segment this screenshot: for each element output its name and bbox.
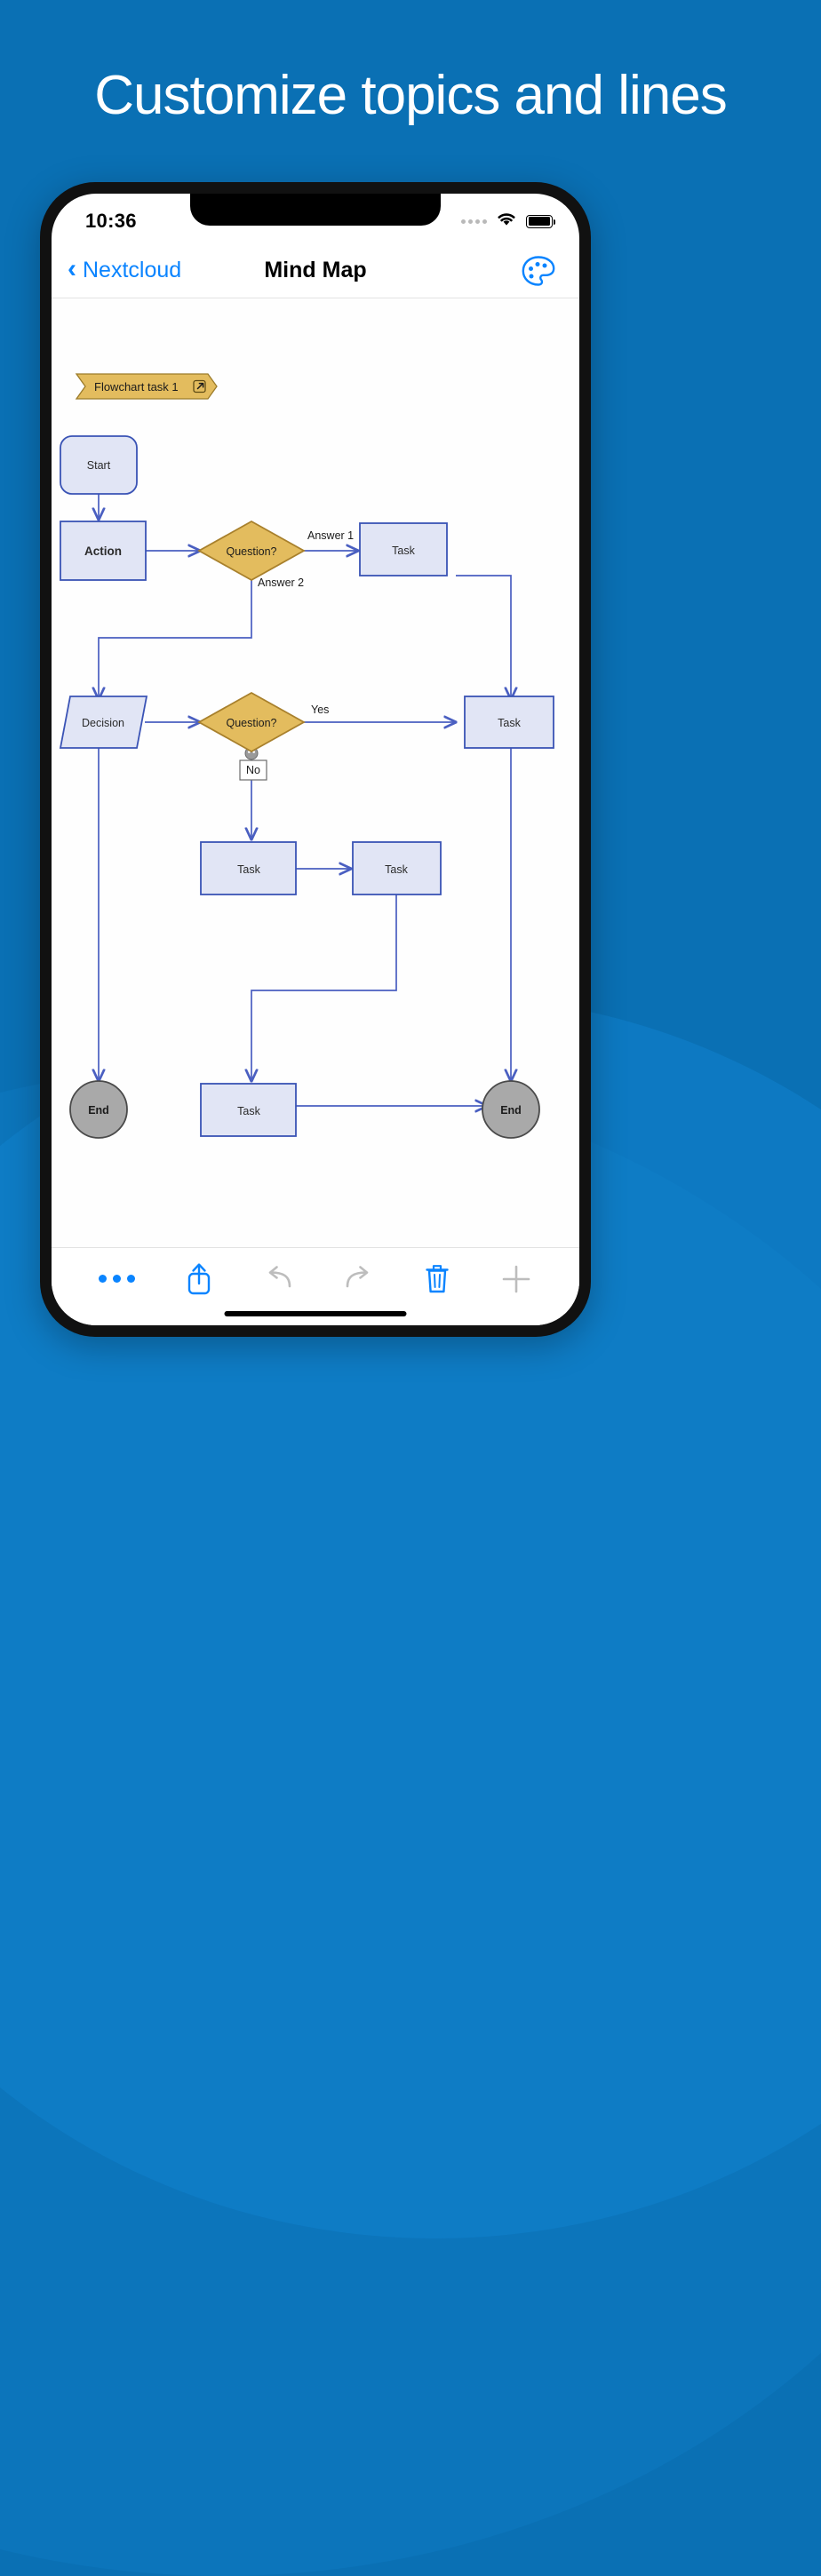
node-label: Action [84,545,122,558]
node-label: Question? [227,545,277,558]
status-bar: 10:36 [52,194,579,243]
more-options-icon[interactable] [99,1275,136,1283]
status-time: 10:36 [85,210,137,232]
node-task-4[interactable]: Task [352,841,442,895]
node-question-2[interactable]: Question? [197,691,306,753]
page-title: Customize topics and lines [94,65,727,126]
node-label: Task [392,545,415,557]
flowchart-topic-tag[interactable]: Flowchart task 1 [75,373,218,400]
node-label: End [500,1104,522,1117]
edge-label-no-group[interactable]: No [239,746,267,781]
share-icon[interactable] [184,1261,214,1297]
node-end-1[interactable]: End [69,1080,128,1139]
redo-icon[interactable] [343,1265,375,1293]
mindmap-canvas[interactable]: Flowchart task 1 [52,299,579,1247]
node-start[interactable]: Start [60,435,138,495]
flowchart-diagram[interactable]: Flowchart task 1 [52,299,579,1247]
node-label: Task [237,863,260,876]
node-label: Task [498,717,521,729]
battery-icon [526,214,555,228]
node-decision[interactable]: Decision [59,696,148,749]
node-label: End [88,1104,109,1117]
flowchart-connectors [99,494,511,1106]
edge-label-answer1: Answer 1 [307,529,354,542]
back-button[interactable]: ‹ Nextcloud [68,254,182,283]
status-indicators [461,211,555,232]
node-task-3[interactable]: Task [200,841,297,895]
topic-tag-label: Flowchart task 1 [94,380,179,394]
add-icon[interactable] [500,1263,532,1295]
node-task-5[interactable]: Task [200,1083,297,1137]
chevron-left-icon: ‹ [68,254,76,283]
phone-notch [190,194,441,226]
delete-icon[interactable] [423,1262,451,1296]
external-link-icon[interactable] [193,379,206,394]
phone-mockup: 10:36 ‹ Nextcloud [40,182,591,1337]
phone-screen: 10:36 ‹ Nextcloud [52,194,579,1325]
node-label: Decision [82,717,124,729]
node-end-2[interactable]: End [482,1080,540,1139]
edge-label-no: No [246,764,260,776]
node-action[interactable]: Action [60,521,147,581]
back-button-label: Nextcloud [83,258,182,282]
node-label: Start [87,459,111,472]
edge-label-yes: Yes [311,704,329,716]
node-task-2[interactable]: Task [464,696,554,749]
node-task-1[interactable]: Task [359,522,448,576]
node-question-1[interactable]: Question? [197,520,306,582]
signal-dots-icon [461,219,487,224]
undo-icon[interactable] [262,1265,294,1293]
node-label: Question? [227,717,277,729]
edge-label-answer2: Answer 2 [258,576,304,589]
flowchart-edge-labels: Answer 1 Answer 2 Yes [258,529,354,716]
node-label: Task [237,1105,260,1117]
wifi-icon [495,211,518,232]
color-palette-icon[interactable] [521,255,556,287]
node-label: Task [385,863,408,876]
home-indicator [224,1311,407,1316]
navigation-bar: ‹ Nextcloud Mind Map [52,243,579,298]
